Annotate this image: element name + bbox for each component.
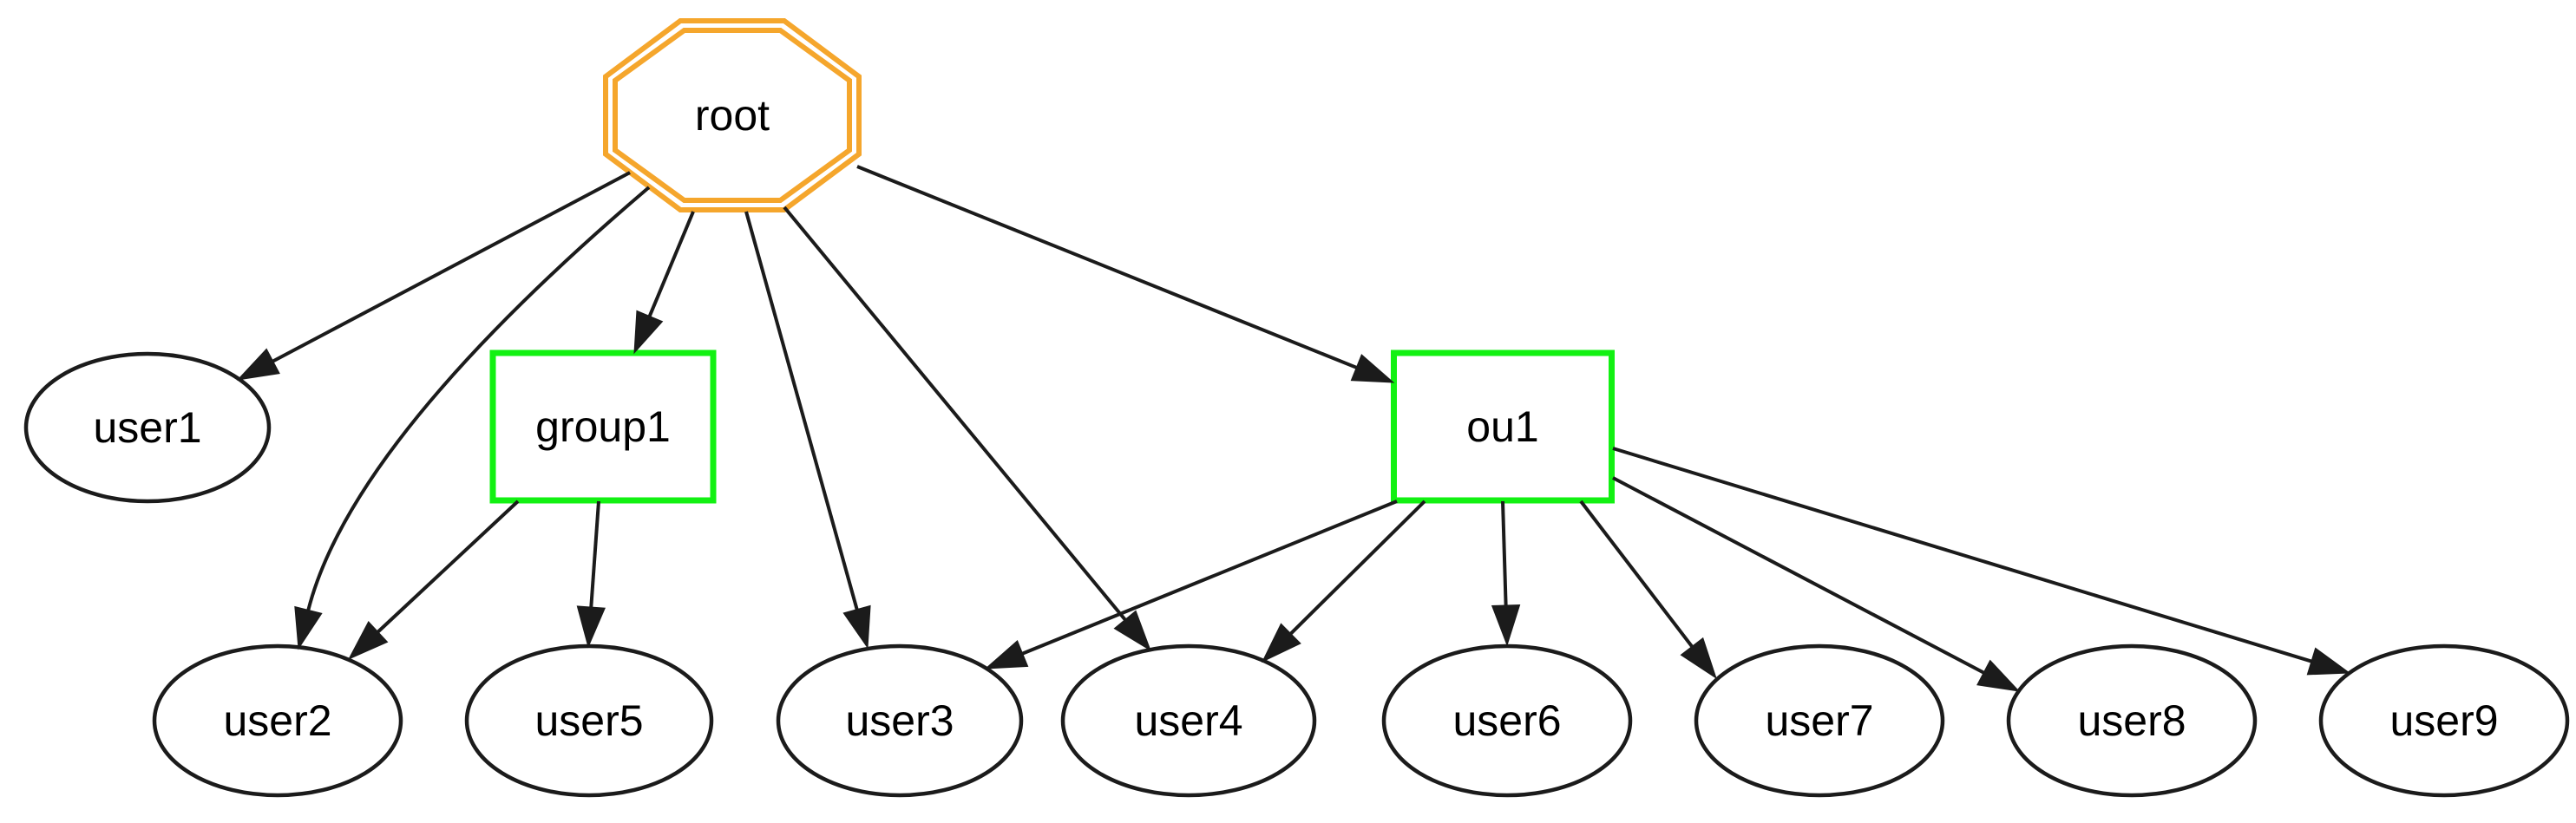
ellipse-shape xyxy=(1060,643,1317,798)
edge-group1-user5 xyxy=(576,500,606,649)
node-root: root xyxy=(603,18,862,212)
edge-ou1-user9 xyxy=(1612,447,2351,676)
edge-root-ou1 xyxy=(856,165,1395,383)
node-label-user1: user1 xyxy=(93,403,201,452)
ellipse-shape xyxy=(2318,643,2570,798)
edge-line xyxy=(589,500,600,608)
arrowhead-icon xyxy=(294,605,323,650)
arrowhead-icon xyxy=(1113,610,1151,652)
node-label-user7: user7 xyxy=(1765,696,1873,745)
edge-line xyxy=(1612,476,1985,675)
node-user1: user1 xyxy=(23,351,272,504)
arrowhead-icon xyxy=(1261,623,1301,663)
edge-line xyxy=(272,171,631,363)
node-user7: user7 xyxy=(1694,643,1945,798)
ellipse-shape xyxy=(2006,643,2258,798)
edge-ou1-user3 xyxy=(984,500,1398,670)
node-user8: user8 xyxy=(2006,643,2258,798)
node-user3: user3 xyxy=(776,643,1024,798)
arrowhead-icon xyxy=(1680,637,1717,680)
edge-ou1-user6 xyxy=(1491,500,1521,647)
node-label-user3: user3 xyxy=(845,696,954,745)
edge-ou1-user4 xyxy=(1261,500,1426,663)
edge-ou1-user8 xyxy=(1612,476,2021,692)
node-label-user5: user5 xyxy=(534,696,643,745)
arrowhead-icon xyxy=(842,604,871,650)
node-label-root: root xyxy=(695,91,770,140)
doubleoctagon-inner-shape xyxy=(613,28,852,203)
node-label-user4: user4 xyxy=(1134,696,1242,745)
node-label-ou1: ou1 xyxy=(1466,402,1538,451)
edge-root-user4 xyxy=(783,206,1151,652)
edge-line xyxy=(306,186,651,611)
edge-group1-user2 xyxy=(347,500,520,661)
edge-line xyxy=(377,500,520,634)
edge-line xyxy=(1501,500,1508,606)
ellipse-shape xyxy=(23,351,272,504)
node-user5: user5 xyxy=(464,643,714,798)
arrowhead-icon xyxy=(984,639,1029,670)
ellipse-shape xyxy=(152,643,403,798)
edge-ou1-user7 xyxy=(1579,500,1717,680)
node-user4: user4 xyxy=(1060,643,1317,798)
arrowhead-icon xyxy=(576,605,606,649)
edge-line xyxy=(1579,500,1694,648)
edge-line xyxy=(783,206,1127,621)
arrowhead-icon xyxy=(2306,647,2351,676)
ellipse-shape xyxy=(464,643,714,798)
box-shape xyxy=(489,349,717,504)
node-user9: user9 xyxy=(2318,643,2570,798)
node-label-user2: user2 xyxy=(223,696,331,745)
doubleoctagon-outer-shape xyxy=(603,18,862,212)
node-user2: user2 xyxy=(152,643,403,798)
edge-line xyxy=(1612,447,2312,663)
edge-root-group1 xyxy=(633,211,695,355)
node-ou1: ou1 xyxy=(1391,349,1615,504)
edge-root-user2 xyxy=(294,186,651,650)
box-shape xyxy=(1391,349,1615,504)
arrowhead-icon xyxy=(347,621,389,661)
edge-line xyxy=(744,211,859,611)
node-group1: group1 xyxy=(489,349,717,504)
node-label-user8: user8 xyxy=(2077,696,2186,745)
node-label-user6: user6 xyxy=(1452,696,1561,745)
edge-line xyxy=(1021,500,1398,656)
arrowhead-icon xyxy=(1976,659,2021,692)
arrowhead-icon xyxy=(1350,354,1395,383)
edge-root-user3 xyxy=(744,211,871,650)
node-user6: user6 xyxy=(1381,643,1633,798)
edge-line xyxy=(856,165,1358,369)
node-label-group1: group1 xyxy=(535,402,671,451)
edge-line xyxy=(1289,500,1426,636)
node-label-user9: user9 xyxy=(2389,696,2498,745)
ellipse-shape xyxy=(1694,643,1945,798)
edge-root-user1 xyxy=(236,171,631,381)
edge-line xyxy=(647,211,695,317)
arrowhead-icon xyxy=(633,310,664,355)
ellipse-shape xyxy=(776,643,1024,798)
arrowhead-icon xyxy=(1491,604,1521,647)
arrowhead-icon xyxy=(236,348,280,381)
